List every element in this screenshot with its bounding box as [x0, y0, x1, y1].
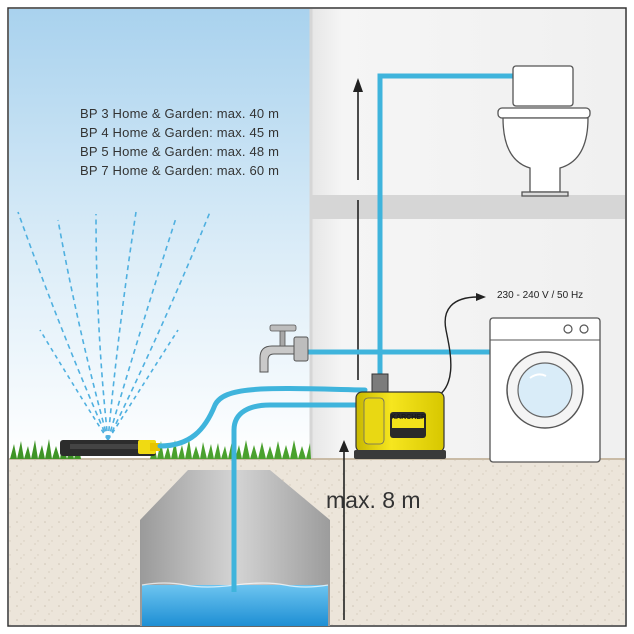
sprinkler-icon [60, 440, 160, 456]
spec-line-bp5: BP 5 Home & Garden: max. 48 m [80, 144, 280, 159]
power-label: 230 - 240 V / 50 Hz [497, 290, 584, 301]
spec-line-bp4: BP 4 Home & Garden: max. 45 m [80, 125, 280, 140]
sky [9, 9, 311, 459]
garden-pump-icon [354, 373, 446, 459]
riser-pipe [377, 73, 513, 378]
pump-brand-label: KÄRCHER [391, 414, 426, 421]
garden-hose [157, 386, 368, 449]
suction-height-arrow [339, 440, 349, 620]
tap-icon [259, 324, 309, 373]
suction-depth-label: max. 8 m [326, 487, 421, 513]
toilet-icon [497, 65, 591, 197]
sprinkler-mist [39, 329, 179, 441]
spec-line-bp7: BP 7 Home & Garden: max. 60 m [80, 163, 280, 178]
power-cable [429, 296, 479, 401]
floor-band [311, 195, 625, 219]
spec-line-bp3: BP 3 Home & Garden: max. 40 m [80, 106, 280, 121]
suction-pipe [231, 402, 365, 590]
washing-machine-icon [489, 317, 601, 463]
sprinkler-spray [17, 211, 211, 441]
